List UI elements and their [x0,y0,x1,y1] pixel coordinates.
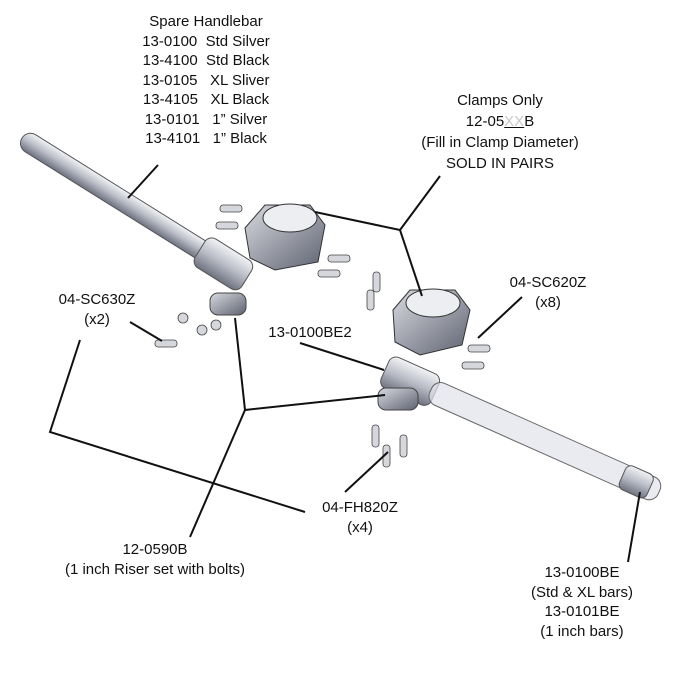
part-number: 13-0100BE [544,564,620,581]
riser-label: 12-0590B (1 inch Riser set with bolts) [65,540,245,579]
part-description: (Std & XL bars) [531,583,633,601]
handlebar-part: 13-4100 Std Black [142,52,270,69]
sc630-label: 04-SC630Z (x2) [59,290,136,329]
spare-handlebar-label: Spare Handlebar 13-0100 Std Silver 13-41… [142,12,270,149]
fh820-label: 04-FH820Z (x4) [322,498,398,537]
right-handlebar [377,356,662,501]
barend-label: 13-0100BE (Std & XL bars) 13-0101BE (1 i… [531,563,633,641]
bolts [154,204,491,468]
clamps-part: 12-05XXB [421,111,579,132]
part-number: 04-SC630Z [58,291,136,308]
handlebar-part: 13-0101 1” Silver [144,110,268,128]
part-number: 04-SC620Z [509,274,587,291]
leader-lines [48,164,641,563]
handlebar-part: 13-4101 1” Black [145,130,267,147]
part-number: 13-0101BE [544,603,620,620]
sc620-label: 04-SC620Z (x8) [510,273,587,312]
part-suffix: B [524,113,535,130]
left-riser [209,292,247,316]
clamps-note: (Fill in Clamp Diameter) [421,134,579,151]
right-riser [377,387,419,411]
left-clamp [244,203,326,271]
handlebar-part: 13-4105 XL Black [142,91,270,108]
quantity: (x4) [347,518,373,536]
clamps-label: Clamps Only 12-05XXB (Fill in Clamp Diam… [421,90,579,174]
be2-label: 13-0100BE2 [268,323,351,343]
part-number: 04-FH820Z [322,499,398,516]
quantity: (x2) [84,310,110,328]
part-number: 12-0590B [122,541,188,558]
part-fill: XX [504,113,525,130]
part-description: (1 inch Riser set with bolts) [64,560,246,578]
left-handlebar [19,132,254,316]
part-prefix: 12-05 [465,113,505,130]
handlebar-part: 13-0105 XL Sliver [142,71,270,89]
right-clamp [392,288,471,356]
clamps-sold: SOLD IN PAIRS [445,155,555,172]
handlebar-title: Spare Handlebar [149,13,263,30]
clamps-title: Clamps Only [457,92,543,109]
part-number: 13-0100BE2 [268,324,352,341]
part-description: (1 inch bars) [540,622,624,640]
quantity: (x8) [535,293,561,311]
handlebar-part: 13-0100 Std Silver [142,32,270,50]
